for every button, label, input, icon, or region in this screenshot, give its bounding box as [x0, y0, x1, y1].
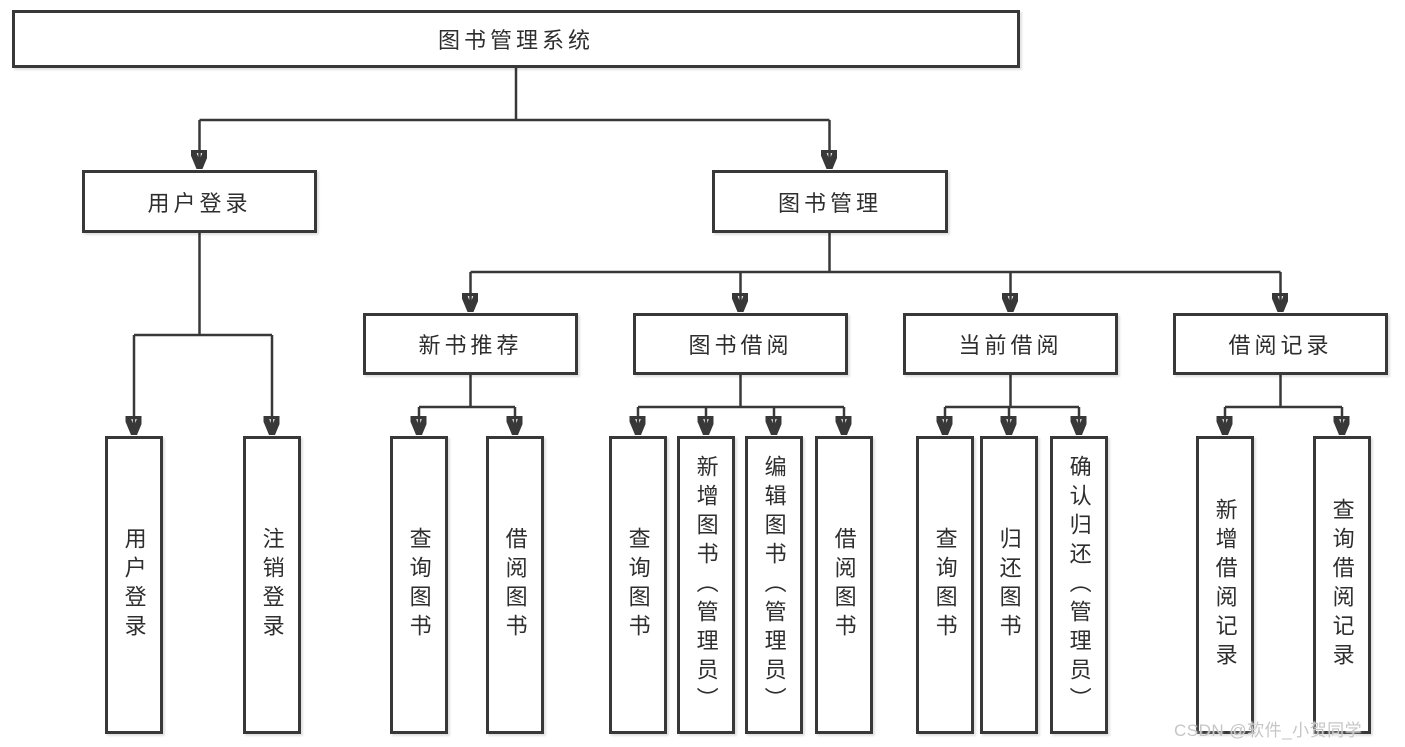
node-book-borrow: 图书借阅 [633, 313, 848, 375]
node-confirm-return-admin: 确认归还（管理员） [1050, 436, 1108, 734]
node-label: 新增图书（管理员） [693, 454, 719, 716]
node-current-borrow: 当前借阅 [903, 313, 1118, 375]
watermark: CSDN @软件_小贺同学 [1174, 721, 1363, 740]
node-query-books-current: 查询图书 [916, 436, 974, 734]
connector-book-borrow-children [638, 375, 844, 434]
node-add-borrow-record: 新增借阅记录 [1196, 436, 1254, 734]
node-label: 借阅图书 [831, 527, 857, 643]
node-label: 查询图书 [406, 527, 432, 643]
node-query-books-rec: 查询图书 [390, 436, 448, 734]
node-label: 用户登录 [121, 527, 147, 643]
node-query-books-borrow: 查询图书 [609, 436, 667, 734]
node-query-borrow-record: 查询借阅记录 [1313, 436, 1371, 734]
connector-user-login-children [134, 233, 272, 434]
node-add-books-admin: 新增图书（管理员） [677, 436, 735, 734]
connector-root-to-level1 [200, 68, 830, 168]
connector-new-book-rec-children [419, 375, 515, 434]
node-label: 查询图书 [932, 527, 958, 643]
node-book-management: 图书管理 [712, 170, 948, 233]
node-return-books: 归还图书 [980, 436, 1038, 734]
node-borrow-books-rec: 借阅图书 [486, 436, 544, 734]
node-label: 归还图书 [996, 527, 1022, 643]
node-logout-leaf: 注销登录 [243, 436, 301, 734]
node-label: 注销登录 [259, 527, 285, 643]
node-label: 借阅图书 [502, 527, 528, 643]
connector-borrow-records-children [1225, 375, 1342, 434]
node-new-book-recommend: 新书推荐 [363, 313, 578, 375]
node-label: 查询图书 [625, 527, 651, 643]
connector-current-borrow-children [945, 375, 1079, 434]
node-label: 编辑图书（管理员） [761, 454, 787, 716]
node-label: 查询借阅记录 [1329, 498, 1355, 672]
node-label: 新增借阅记录 [1212, 498, 1238, 672]
node-user-login-leaf: 用户登录 [105, 436, 163, 734]
node-borrow-records: 借阅记录 [1173, 313, 1388, 375]
node-user-login: 用户登录 [82, 170, 317, 233]
node-borrow-books-leaf: 借阅图书 [815, 436, 873, 734]
node-root: 图书管理系统 [12, 10, 1020, 68]
connector-book-mgmt-children [471, 233, 1281, 311]
node-edit-books-admin: 编辑图书（管理员） [745, 436, 803, 734]
node-label: 确认归还（管理员） [1066, 454, 1092, 716]
